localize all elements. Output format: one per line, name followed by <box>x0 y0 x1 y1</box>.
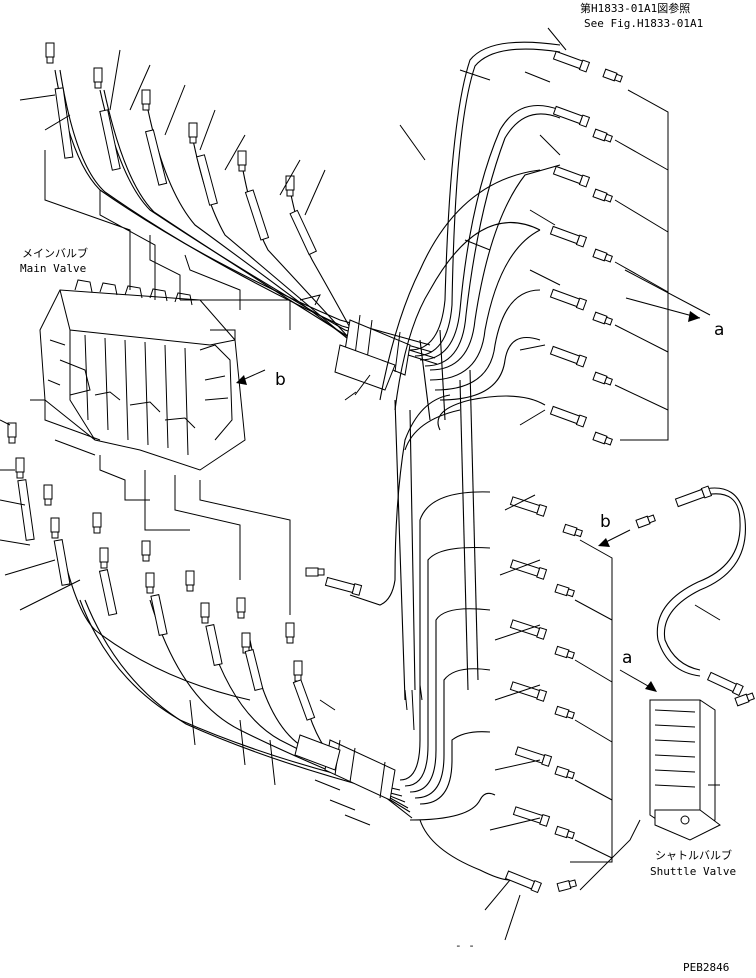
upper-hoses <box>45 42 438 365</box>
right-upper-bundle <box>379 41 561 451</box>
page-code: PEB2846 <box>683 961 730 974</box>
arrow-icon <box>236 297 701 692</box>
callout-lines-right-upper <box>344 27 711 441</box>
main-valve-label-en: Main Valve <box>20 262 87 275</box>
marker-a-upper: a <box>714 320 725 340</box>
clamp-icon <box>299 294 411 391</box>
bottom-mark: - - <box>455 939 475 952</box>
right-lower-bundle <box>349 369 511 881</box>
ref-note-en: See Fig.H1833-01A1 <box>584 17 704 30</box>
main-valve <box>39 279 246 471</box>
clamp-icon <box>294 734 396 826</box>
hose-fitting-icon <box>549 50 590 428</box>
hose-fitting-icon <box>45 42 295 197</box>
ref-note-jp: 第H1833-01A1図参照 <box>580 2 691 15</box>
main-valve-label-jp: メインバルブ <box>22 247 88 260</box>
callout-lines-left-lower <box>0 49 336 786</box>
hose-fitting-icon <box>7 422 303 682</box>
shuttle-supply-hose <box>656 485 756 707</box>
shuttle-valve-label-en: Shuttle Valve <box>650 865 737 878</box>
callout-lines-right-lower <box>484 494 641 941</box>
shuttle-valve <box>649 699 721 841</box>
marker-b-left: b <box>275 370 286 390</box>
connector-icon <box>592 68 624 447</box>
marker-b-right: b <box>600 512 611 532</box>
connector-icon <box>305 513 657 892</box>
marker-a-lower: a <box>622 648 633 668</box>
shuttle-valve-label-jp: シャトルバルブ <box>655 849 732 862</box>
hose-fitting-icon <box>324 495 553 894</box>
